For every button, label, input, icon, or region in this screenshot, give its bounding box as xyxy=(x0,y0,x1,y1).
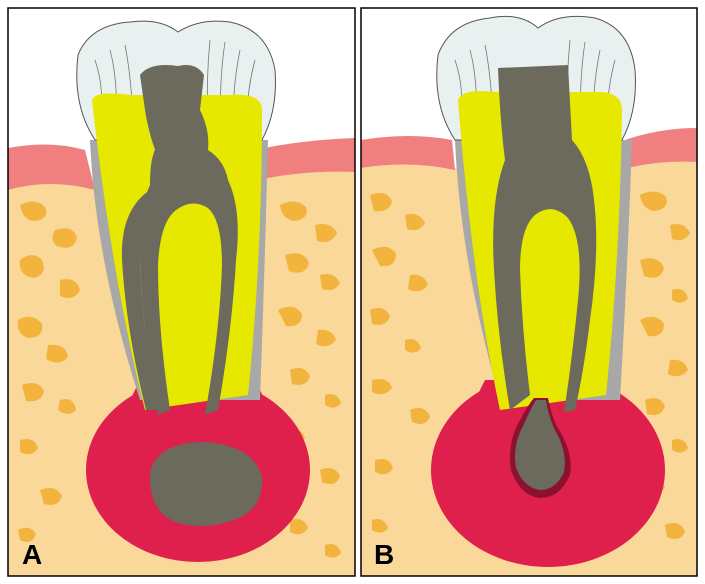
panel-a-label: A xyxy=(22,539,42,570)
panel-b-label: B xyxy=(374,539,394,570)
panel-a-gum-left xyxy=(8,144,95,190)
panel-a-lesion-core xyxy=(150,442,262,526)
panel-b xyxy=(361,8,697,576)
panel-a xyxy=(8,8,355,576)
